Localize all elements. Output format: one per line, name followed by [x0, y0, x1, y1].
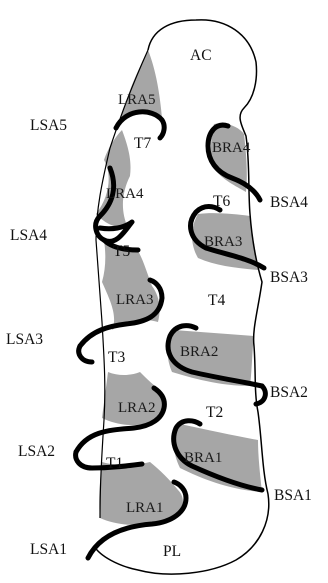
region-bra1: [174, 424, 262, 492]
label-lra1: LRA1: [126, 500, 164, 516]
label-bra4: BRA4: [212, 140, 251, 156]
label-t4: T4: [208, 292, 225, 309]
region-bra4: [211, 123, 247, 192]
label-lra4: LRA4: [106, 186, 144, 202]
septum-lsa3-stub: [76, 343, 95, 365]
label-t3: T3: [108, 349, 125, 366]
left-septa: [73, 109, 189, 561]
label-lsa1: LSA1: [30, 541, 67, 558]
label-t2: T2: [206, 404, 223, 421]
label-lsa3: LSA3: [6, 331, 43, 348]
outer-outline: [93, 19, 270, 575]
label-bsa1: BSA1: [274, 487, 312, 504]
septum-bsa2: [165, 323, 265, 389]
label-lra2: LRA2: [118, 400, 156, 416]
septum-lsa3: [77, 277, 165, 349]
label-lsa4: LSA4: [10, 227, 47, 244]
label-bra1: BRA1: [184, 450, 222, 466]
label-bsa3: BSA3: [270, 269, 308, 286]
left-thin-outline: [95, 49, 149, 519]
septum-bsa1: [171, 418, 265, 493]
label-ac: AC: [190, 47, 212, 64]
region-lra2: [102, 372, 165, 426]
label-lra5: LRA5: [118, 92, 156, 108]
septum-lsa2: [73, 385, 167, 455]
label-t7: T7: [134, 135, 151, 152]
septum-lsa5: [113, 109, 167, 141]
region-lra3: [102, 240, 160, 330]
label-t6: T6: [213, 193, 230, 210]
label-lra3: LRA3: [116, 292, 154, 308]
label-lsa2: LSA2: [18, 443, 55, 460]
region-lra1: [99, 462, 183, 525]
region-bra3: [192, 213, 258, 270]
septum-lsa2-stub: [73, 449, 145, 471]
label-pl: PL: [163, 543, 181, 560]
label-bsa2: BSA2: [270, 384, 308, 401]
label-bra2: BRA2: [180, 344, 218, 360]
left-shaded-regions: [96, 50, 183, 525]
right-septa: [165, 122, 268, 493]
septum-bsa4: [205, 122, 263, 203]
label-t1: T1: [106, 455, 123, 472]
label-bra3: BRA3: [204, 234, 242, 250]
label-t5: T5: [113, 243, 130, 260]
label-bsa4: BSA4: [270, 194, 308, 211]
region-lra5: [120, 50, 162, 124]
septum-bsa3: [188, 204, 267, 271]
septum-lsa3-upper: [101, 237, 141, 253]
septum-lsa1: [85, 479, 189, 561]
label-lsa5: LSA5: [30, 117, 67, 134]
septum-bsa2-stub: [253, 383, 268, 407]
